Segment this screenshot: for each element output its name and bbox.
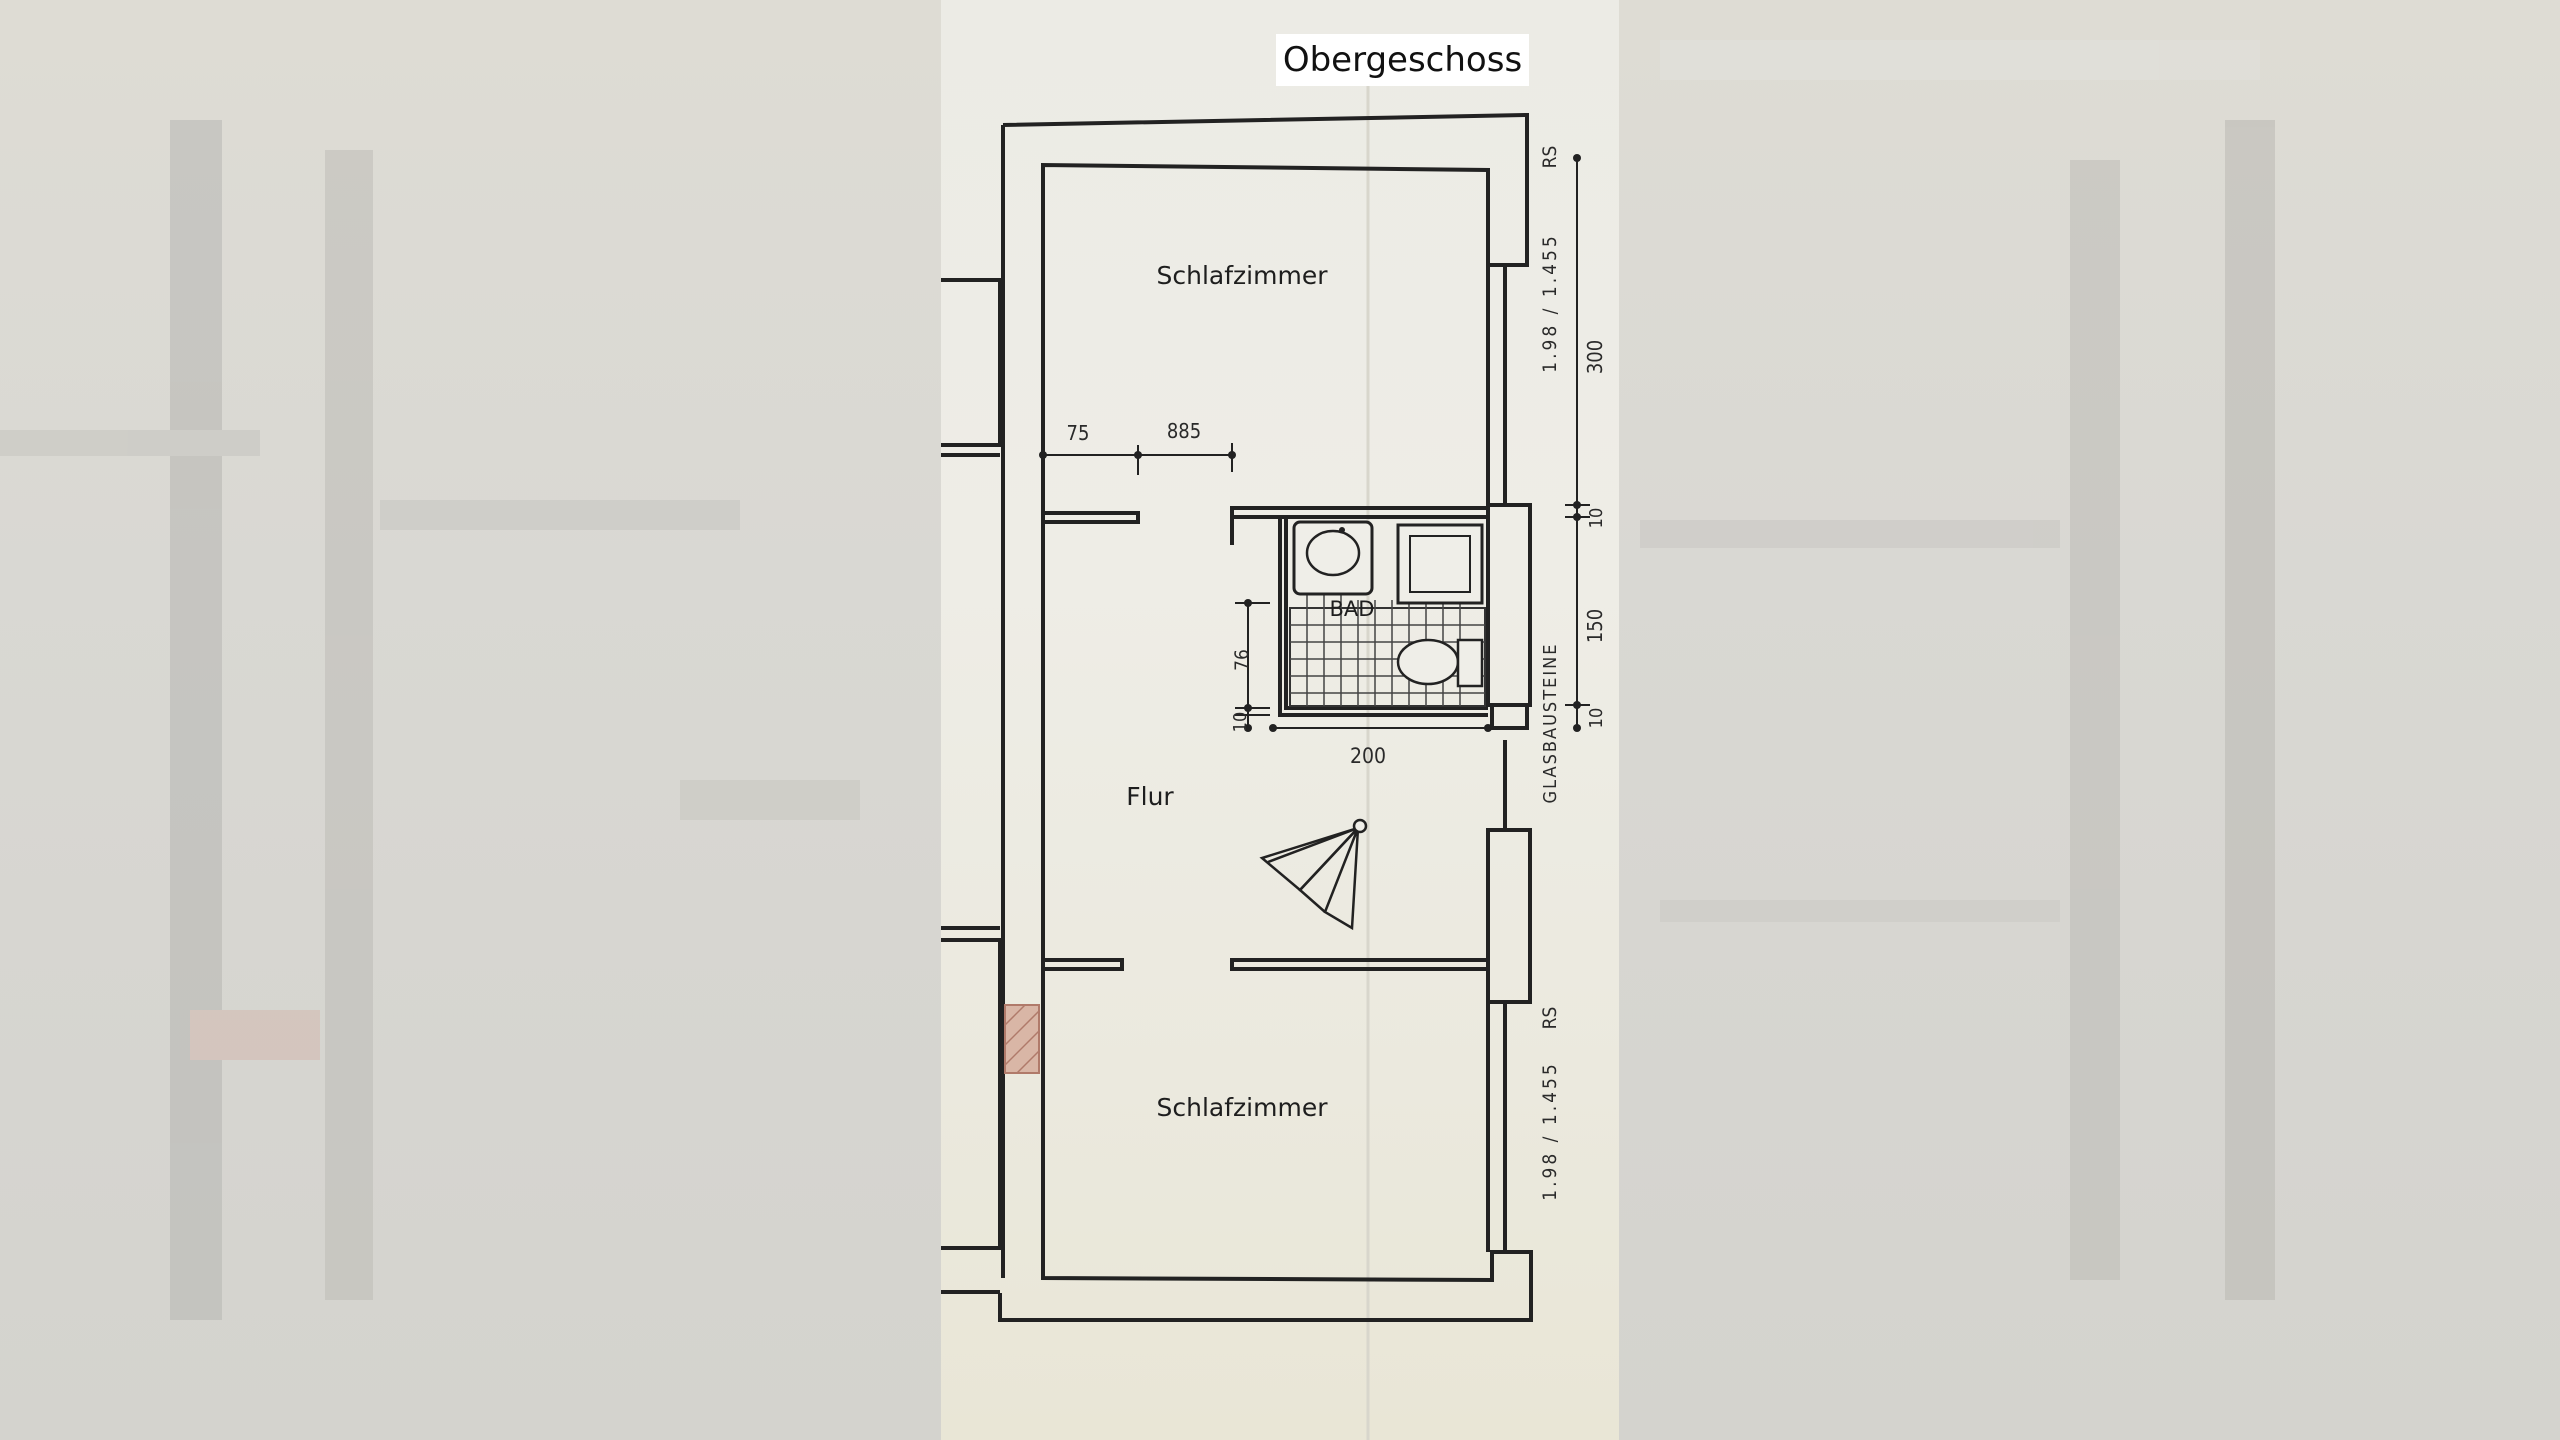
- window-label-bottom: 1.98 / 1.455: [1539, 1061, 1561, 1201]
- blurred-background-left: [0, 0, 941, 1440]
- glass-blocks-label: GLASBAUSTEINE: [1540, 643, 1561, 804]
- sink-icon: [1292, 520, 1374, 596]
- background-blur-right: [1640, 40, 2275, 1300]
- dim-885: 885: [1167, 419, 1201, 443]
- room-label-hall: Flur: [1126, 782, 1174, 811]
- shower-icon: [1396, 523, 1484, 605]
- room-label-bedroom-bottom: Schlafzimmer: [1157, 1093, 1329, 1122]
- dimension-lines: [1043, 155, 1590, 730]
- dimension-ticks: [1039, 154, 1581, 732]
- dim-300: 300: [1583, 340, 1607, 374]
- plan-title-box: Obergeschoss: [1276, 34, 1529, 86]
- interior-walls: [1045, 506, 1490, 971]
- plan-title: Obergeschoss: [1282, 40, 1523, 80]
- stair-winder-symbol: [1259, 818, 1368, 931]
- dim-200: 200: [1350, 744, 1386, 768]
- dim-76: 76: [1231, 649, 1253, 671]
- room-label-bath: BAD: [1330, 597, 1375, 621]
- window-label-top: 1.98 / 1.455: [1539, 233, 1561, 373]
- dim-150: 150: [1583, 609, 1607, 643]
- dim-75: 75: [1067, 421, 1090, 445]
- background-blur-left: [0, 120, 860, 1320]
- dim-10-lower: 10: [1586, 708, 1607, 729]
- outer-walls: [998, 112, 1533, 1322]
- room-label-bedroom-top: Schlafzimmer: [1157, 261, 1329, 290]
- window-label-bottom-rs: RS: [1539, 1007, 1561, 1030]
- chimney-hatch-lines: [1004, 1004, 1040, 1074]
- adjacent-walls: [941, 278, 1002, 1294]
- dim-10-bath: 10: [1230, 712, 1251, 733]
- window-label-top-rs: RS: [1539, 146, 1561, 169]
- dim-10-upper: 10: [1586, 508, 1607, 529]
- bath-room: [1289, 520, 1486, 707]
- toilet-icon: [1396, 638, 1484, 688]
